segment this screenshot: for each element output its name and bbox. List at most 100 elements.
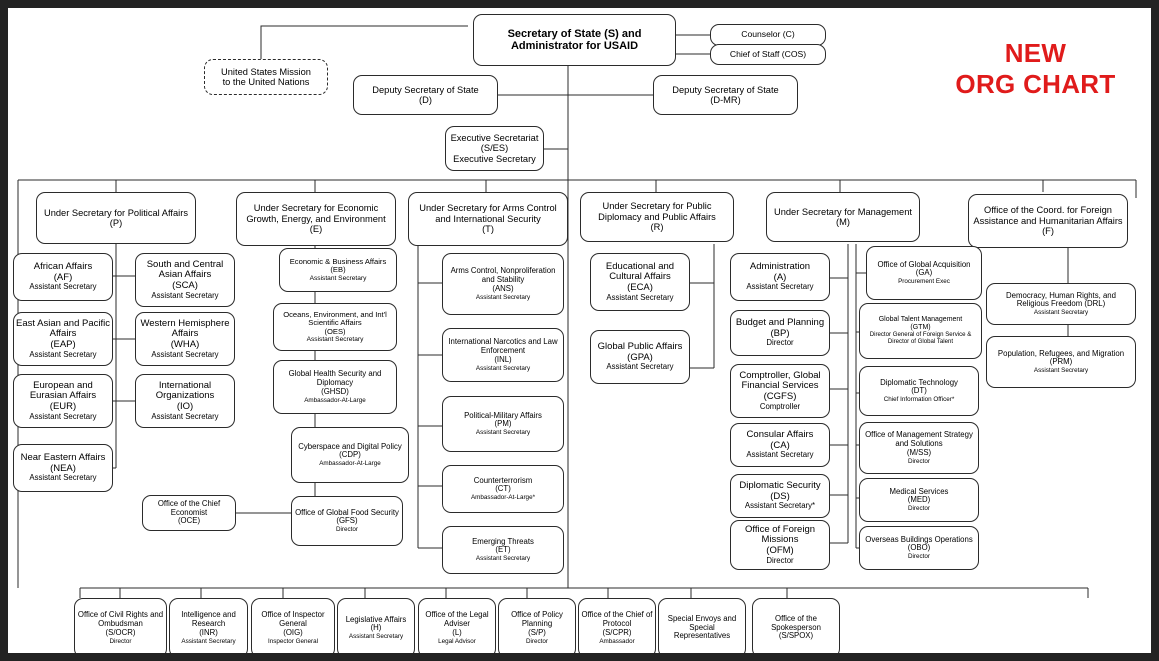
box-global-public-affairs[interactable]: Global Public Affairs (GPA) Assistant Se…	[590, 330, 690, 384]
box-office-chief-of-protocol[interactable]: Office of the Chief of Protocol (S/CPR) …	[578, 598, 656, 653]
box-chief-of-staff[interactable]: Chief of Staff (COS)	[710, 44, 826, 65]
gtm-role: Director General of Foreign Service & Di…	[869, 331, 972, 345]
box-global-talent-management[interactable]: Global Talent Management (GTM) Director …	[859, 303, 982, 359]
box-economic-business-affairs[interactable]: Economic & Business Affairs (EB) Assista…	[279, 248, 397, 292]
et-code: (ET)	[495, 545, 511, 555]
box-office-management-strategy-solutions[interactable]: Office of Management Strategy and Soluti…	[859, 422, 979, 474]
box-office-chief-economist[interactable]: Office of the Chief Economist (OCE)	[142, 495, 236, 531]
box-consular-affairs[interactable]: Consular Affairs (CA) Assistant Secretar…	[730, 423, 830, 467]
nea-title: Near Eastern Affairs	[20, 452, 106, 464]
mss-code: (M/SS)	[906, 447, 932, 457]
box-arms-control-nonproliferation-stability[interactable]: Arms Control, Nonproliferation and Stabi…	[442, 253, 564, 315]
box-administration[interactable]: Administration (A) Assistant Secretary	[730, 253, 830, 301]
box-international-narcotics-law-enforcement[interactable]: International Narcotics and Law Enforcem…	[442, 328, 564, 382]
prm-code: (PRM)	[1049, 357, 1073, 367]
box-budget-planning[interactable]: Budget and Planning (BP) Director	[730, 310, 830, 356]
us-T-code: (T)	[482, 224, 494, 235]
chief-of-staff-title: Chief of Staff (COS)	[729, 48, 807, 59]
box-overseas-buildings-operations[interactable]: Overseas Buildings Operations (OBO) Dire…	[859, 526, 979, 570]
box-under-secretary-E[interactable]: Under Secretary for Economic Growth, Ene…	[236, 192, 396, 246]
box-comptroller-global-financial-services[interactable]: Comptroller, Global Financial Services (…	[730, 364, 830, 418]
box-global-health-security-diplomacy[interactable]: Global Health Security and Diplomacy (GH…	[273, 360, 397, 414]
box-under-secretary-M[interactable]: Under Secretary for Management (M)	[766, 192, 920, 242]
ans-code: (ANS)	[492, 283, 514, 293]
box-educational-cultural-affairs[interactable]: Educational and Cultural Affairs (ECA) A…	[590, 253, 690, 311]
gpa-title: Global Public Affairs	[597, 341, 683, 353]
box-under-secretary-P[interactable]: Under Secretary for Political Affairs (P…	[36, 192, 196, 244]
box-office-legal-adviser[interactable]: Office of the Legal Adviser (L) Legal Ad…	[418, 598, 496, 653]
us-T-title: Under Secretary for Arms Control and Int…	[419, 203, 557, 224]
box-political-military-affairs[interactable]: Political-Military Affairs (PM) Assistan…	[442, 396, 564, 452]
bp-code: (BP)	[770, 327, 790, 339]
eur-title: European and Eurasian Affairs	[29, 379, 97, 402]
box-office-foreign-missions[interactable]: Office of Foreign Missions (OFM) Directo…	[730, 520, 830, 570]
box-diplomatic-security[interactable]: Diplomatic Security (DS) Assistant Secre…	[730, 474, 830, 518]
box-cyberspace-digital-policy[interactable]: Cyberspace and Digital Policy (CDP) Amba…	[291, 427, 409, 483]
box-diplomatic-technology[interactable]: Diplomatic Technology (DT) Chief Informa…	[859, 366, 979, 416]
us-R-code: (R)	[650, 222, 664, 233]
us-E-code: (E)	[309, 224, 323, 235]
bp-role: Director	[766, 338, 794, 348]
box-deputy-secretary-dmr[interactable]: Deputy Secretary of State (D-MR)	[653, 75, 798, 115]
ga-role: Procurement Exec	[898, 278, 950, 286]
box-near-eastern-affairs[interactable]: Near Eastern Affairs (NEA) Assistant Sec…	[13, 444, 113, 492]
box-population-refugees-migration[interactable]: Population, Refugees, and Migration (PRM…	[986, 336, 1136, 388]
box-south-central-asian-affairs[interactable]: South and Central Asian Affairs (SCA) As…	[135, 253, 235, 307]
nea-code: (NEA)	[50, 462, 76, 474]
box-african-affairs[interactable]: African Affairs (AF) Assistant Secretary	[13, 253, 113, 301]
box-office-spokesperson[interactable]: Office of the Spokesperson (S/SPOX)	[752, 598, 840, 653]
box-medical-services[interactable]: Medical Services (MED) Director	[859, 478, 979, 522]
eap-role: Assistant Secretary	[29, 349, 97, 359]
box-western-hemisphere-affairs[interactable]: Western Hemisphere Affairs (WHA) Assista…	[135, 312, 235, 366]
inr-title: Intelligence and Research	[181, 610, 236, 629]
box-emerging-threats[interactable]: Emerging Threats (ET) Assistant Secretar…	[442, 526, 564, 574]
gfs-title: Office of Global Food Security	[295, 507, 399, 517]
eap-code: (EAP)	[50, 338, 76, 350]
box-democracy-human-rights-religious-freedom[interactable]: Democracy, Human Rights, and Religious F…	[986, 283, 1136, 325]
ghsd-role: Ambassador-At-Large	[304, 396, 366, 404]
box-office-civil-rights-ombudsman[interactable]: Office of Civil Rights and Ombudsman (S/…	[74, 598, 167, 653]
pm-role: Assistant Secretary	[475, 429, 531, 437]
box-secretary-of-state[interactable]: Secretary of State (S) and Administrator…	[473, 14, 676, 66]
oce-title: Office of the Chief Economist	[157, 498, 221, 517]
sca-role: Assistant Secretary	[151, 290, 219, 300]
box-east-asian-pacific-affairs[interactable]: East Asian and Pacific Affairs (EAP) Ass…	[13, 312, 113, 366]
ga-title: Office of Global Acquisition	[877, 259, 971, 269]
af-code: (AF)	[53, 271, 73, 283]
box-office-inspector-general[interactable]: Office of Inspector General (OIG) Inspec…	[251, 598, 335, 653]
box-us-mission-un[interactable]: United States Mission to the United Nati…	[204, 59, 328, 95]
et-role: Assistant Secretary	[475, 555, 531, 563]
box-oceans-environment-scientific-affairs[interactable]: Oceans, Environment, and Int'l Scientifi…	[273, 303, 397, 351]
cdp-title: Cyberspace and Digital Policy	[298, 441, 402, 451]
box-office-coord-F[interactable]: Office of the Coord. for Foreign Assista…	[968, 194, 1128, 248]
ca-title: Consular Affairs	[746, 429, 814, 441]
envoys-title: Special Envoys and Special Representativ…	[667, 613, 737, 641]
box-european-eurasian-affairs[interactable]: European and Eurasian Affairs (EUR) Assi…	[13, 374, 113, 428]
box-executive-secretariat[interactable]: Executive Secretariat (S/ES) Executive S…	[445, 126, 544, 171]
io-code: (IO)	[176, 400, 194, 412]
box-office-global-acquisition[interactable]: Office of Global Acquisition (GA) Procur…	[866, 246, 982, 300]
box-international-organizations[interactable]: International Organizations (IO) Assista…	[135, 374, 235, 428]
us-R-title: Under Secretary for Public Diplomacy and…	[598, 201, 716, 222]
dt-code: (DT)	[911, 386, 927, 396]
gfs-role: Director	[335, 526, 359, 534]
secretary-line-2: Administrator for USAID	[510, 40, 639, 52]
sca-code: (SCA)	[172, 279, 198, 291]
box-office-global-food-security[interactable]: Office of Global Food Security (GFS) Dir…	[291, 496, 403, 546]
mss-title: Office of Management Strategy and Soluti…	[865, 430, 973, 449]
box-under-secretary-R[interactable]: Under Secretary for Public Diplomacy and…	[580, 192, 734, 242]
oes-code: (OES)	[324, 326, 346, 336]
box-office-policy-planning[interactable]: Office of Policy Planning (S/P) Director	[498, 598, 576, 653]
wha-code: (WHA)	[170, 338, 200, 350]
drl-title: Democracy, Human Rights, and Religious F…	[1006, 290, 1116, 309]
box-deputy-secretary-d[interactable]: Deputy Secretary of State (D)	[353, 75, 498, 115]
box-intelligence-research[interactable]: Intelligence and Research (INR) Assistan…	[169, 598, 248, 653]
box-counselor[interactable]: Counselor (C)	[710, 24, 826, 46]
pm-code: (PM)	[494, 419, 512, 429]
gtm-code: (GTM)	[910, 324, 931, 332]
box-under-secretary-T[interactable]: Under Secretary for Arms Control and Int…	[408, 192, 568, 246]
prm-role: Assistant Secretary	[1033, 367, 1089, 375]
box-special-envoys-representatives[interactable]: Special Envoys and Special Representativ…	[658, 598, 746, 653]
box-counterterrorism[interactable]: Counterterrorism (CT) Ambassador-At-Larg…	[442, 465, 564, 513]
box-legislative-affairs[interactable]: Legislative Affairs (H) Assistant Secret…	[337, 598, 415, 653]
